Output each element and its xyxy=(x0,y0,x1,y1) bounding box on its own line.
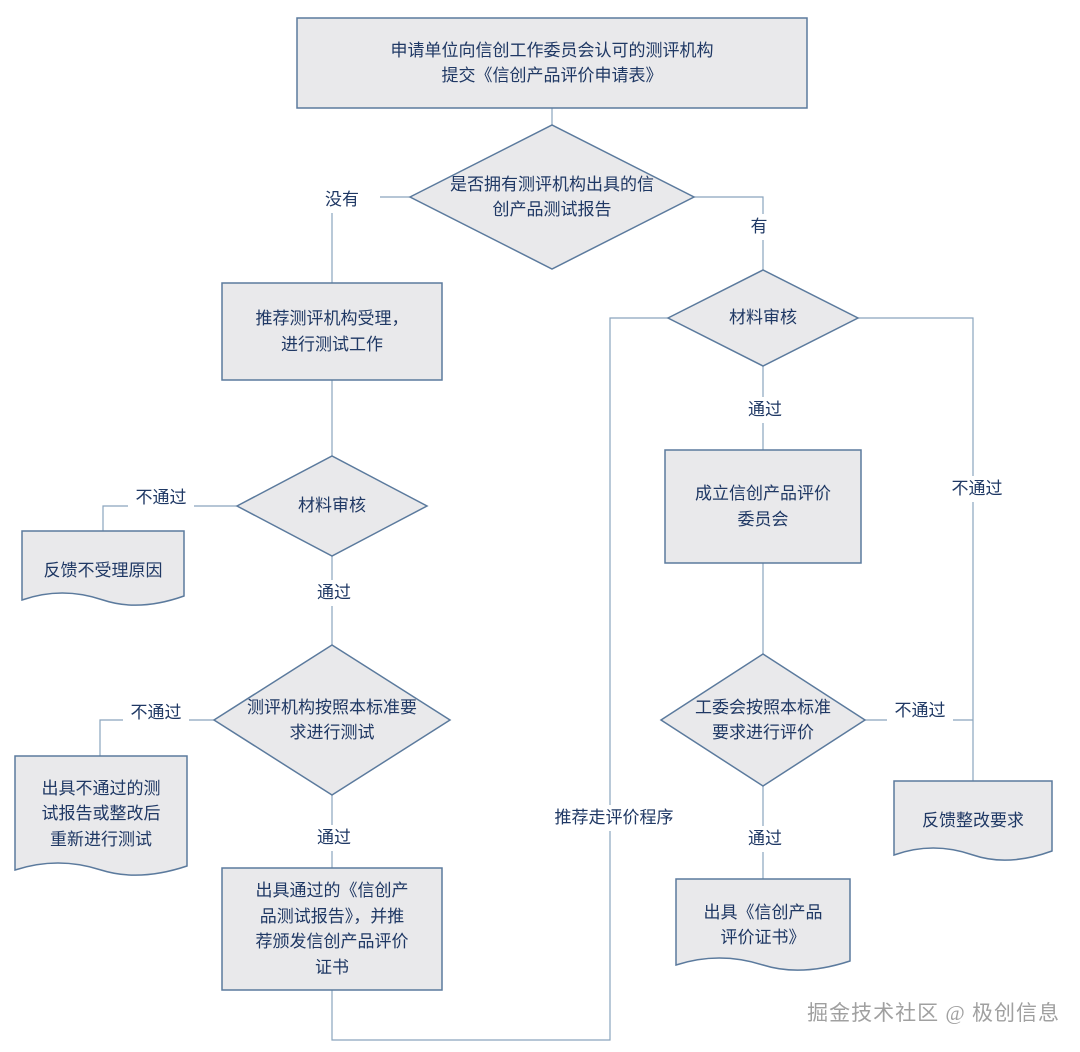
material-review-right-shape xyxy=(666,269,860,367)
edge-label-recommend-path: 推荐走评价程序 xyxy=(535,805,693,831)
edge-label-pass-review-left: 通过 xyxy=(301,580,367,606)
material-review-right-label: 材料审核 xyxy=(729,308,797,328)
recommend-agency-shape xyxy=(221,282,443,381)
edge-label-pass-eval: 通过 xyxy=(732,826,798,852)
pass-report-shape xyxy=(221,867,443,991)
edge-label-no: 没有 xyxy=(304,187,380,213)
watermark-text: 掘金技术社区 @ 极创信息 xyxy=(807,1001,1060,1025)
connector-recommend-path xyxy=(331,317,668,1041)
agency-test-decision-shape xyxy=(212,644,452,796)
reject-reason-doc-shape xyxy=(21,530,185,606)
edge-label-pass-review-right: 通过 xyxy=(732,397,798,423)
pass-report-label: 出具通过的《信创产 品测试报告》，并推 荐颁发信创产品评价 证书 xyxy=(255,881,409,977)
cert-doc-shape xyxy=(675,878,851,971)
material-review-left-label: 材料审核 xyxy=(298,496,366,516)
has-report-decision-shape xyxy=(408,124,696,270)
connector-yes-branch xyxy=(694,196,764,270)
edge-label-fail-review-left: 不通过 xyxy=(128,485,194,511)
recommend-agency-label: 推荐测评机构受理， 进行测试工作 xyxy=(255,309,409,354)
reject-reason-doc-label: 反馈不受理原因 xyxy=(43,561,163,581)
has-report-decision-label: 是否拥有测评机构出具的信 创产品测试报告 xyxy=(450,174,654,220)
committee-setup-label: 成立信创产品评价 委员会 xyxy=(695,484,831,529)
committee-eval-decision-shape xyxy=(659,653,867,787)
start-node-shape xyxy=(296,17,808,109)
agency-test-decision-label: 测评机构按照本标准要 求进行测试 xyxy=(247,697,417,743)
cert-doc-label: 出具《信创产品 评价证书》 xyxy=(703,902,823,948)
edge-label-pass-test-left: 通过 xyxy=(301,825,367,851)
fail-report-doc-label: 出具不通过的测 试报告或整改后 重新进行测试 xyxy=(41,778,161,849)
rectify-doc-shape xyxy=(893,780,1053,861)
start-node-label: 申请单位向信创工作委员会认可的测评机构 提交《信创产品评价申请表》 xyxy=(390,40,714,86)
connector-review-fail-right xyxy=(858,317,974,781)
rectify-doc-label: 反馈整改要求 xyxy=(922,811,1024,831)
material-review-left-shape xyxy=(235,455,429,557)
committee-eval-decision-label: 工委会按照本标准 要求进行评价 xyxy=(695,697,831,743)
edge-label-fail-eval: 不通过 xyxy=(887,698,953,724)
edge-label-yes: 有 xyxy=(742,214,776,240)
edge-label-fail-test-left: 不通过 xyxy=(123,700,189,726)
edge-label-fail-review-right: 不通过 xyxy=(944,476,1010,502)
fail-report-doc-shape xyxy=(14,755,188,876)
committee-setup-shape xyxy=(664,449,862,564)
